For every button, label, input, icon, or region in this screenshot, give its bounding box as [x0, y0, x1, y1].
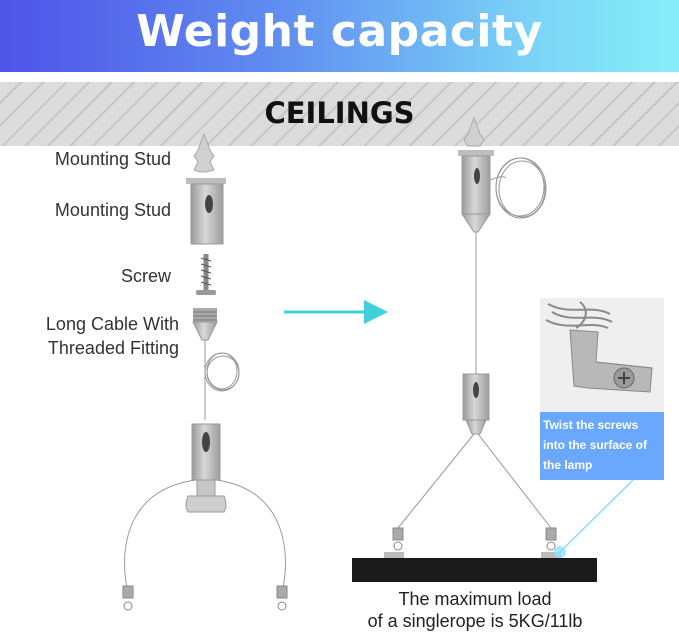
max-load-line: of a singlerope is 5KG/11lb [367, 611, 583, 631]
max-load-line: The maximum load [398, 589, 552, 609]
cable-coil-icon [204, 340, 240, 420]
label-screw: Screw [120, 266, 171, 286]
screw-icon [196, 254, 216, 295]
max-load-text: The maximum load of a singlerope is 5KG/… [340, 588, 610, 632]
ceiling-band [0, 82, 679, 146]
lamp-panel [352, 558, 597, 582]
right-arrow-icon [284, 300, 388, 324]
photo-caption-line: Twist the screws [543, 418, 639, 432]
photo-caption: Twist the screws into the surface of the… [540, 412, 664, 480]
callout-pointer [554, 479, 634, 558]
lamp-hooks-icon [384, 527, 561, 558]
wall-plug-icon [193, 132, 215, 173]
label-cable-line2: Threaded Fitting [47, 338, 179, 358]
photo-caption-line: the lamp [543, 458, 593, 472]
photo-caption-line: into the surface of [543, 438, 648, 452]
y-cable [397, 433, 552, 529]
mounted-coil-icon [489, 157, 547, 219]
label-mounting-stud-1: Mounting Stud [54, 149, 171, 169]
label-mounting-stud-2: Mounting Stud [54, 200, 171, 220]
ceiling-mount-icon [458, 150, 494, 233]
gripper-icon [185, 423, 227, 513]
threaded-fitting-icon [192, 308, 218, 341]
detail-photo: Twist the screws into the surface of the… [540, 298, 664, 480]
page-title: Weight capacity [136, 6, 543, 57]
cable-loop-icon [122, 479, 288, 611]
bracket-screw-icon [540, 298, 664, 412]
gripper-mounted-icon [462, 373, 490, 435]
label-cable-line1: Long Cable With [45, 314, 179, 334]
ceiling-label: CEILINGS [264, 96, 415, 130]
title-banner: Weight capacity [0, 0, 679, 72]
wall-plug-mounted-icon [463, 116, 485, 147]
stud-cylinder-icon [186, 178, 226, 245]
